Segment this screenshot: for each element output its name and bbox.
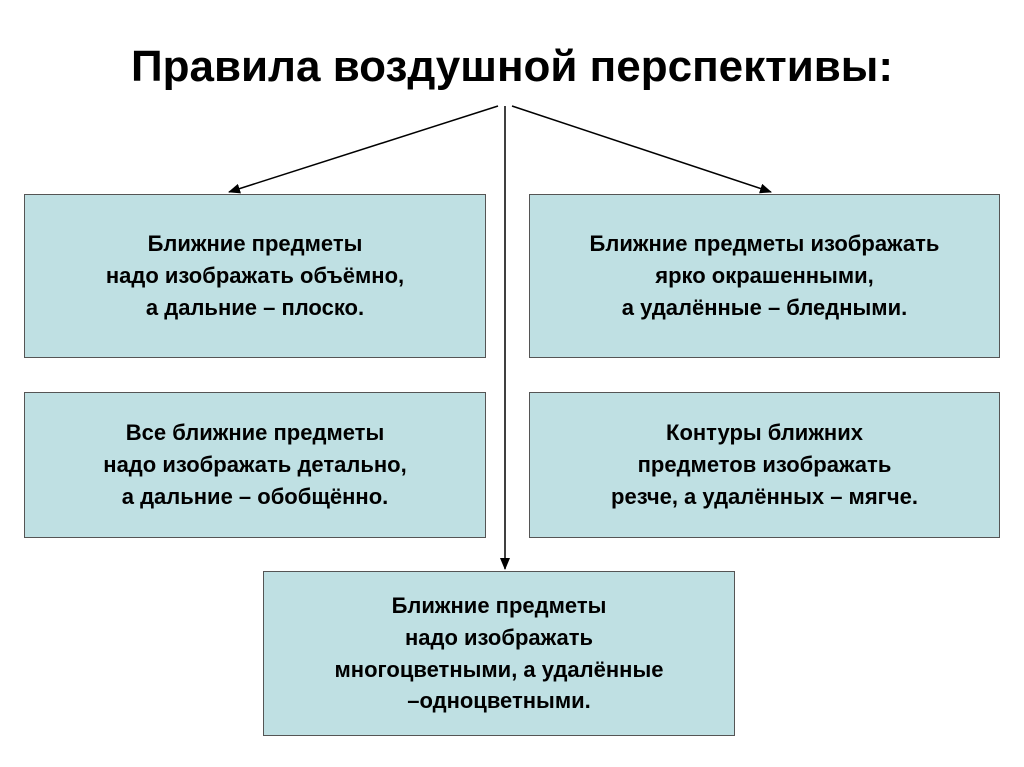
rule-line: надо изображать детально, (103, 452, 407, 478)
rule-line: предметов изображать (637, 452, 892, 478)
rule-line: Ближние предметы (147, 231, 363, 257)
rule-line: Ближние предметы (391, 592, 607, 618)
rule-line: а удалённые – бледными. (621, 294, 908, 320)
rule-line: надо изображать объёмно, (105, 263, 405, 289)
rule-box-brightness: Ближние предметы изображать ярко окрашен… (529, 194, 1000, 358)
rule-box-detail: Все ближние предметы надо изображать дет… (24, 392, 486, 538)
rule-line: а дальние – плоско. (145, 294, 365, 320)
rule-line: Ближние предметы изображать (589, 231, 940, 257)
rule-line: надо изображать (404, 624, 594, 650)
diagram-title: Правила воздушной перспективы: (130, 42, 894, 91)
arrow-to-top-left (228, 105, 499, 194)
arrow-to-top-right (511, 105, 772, 194)
rule-line: многоцветными, а удалённые (334, 656, 664, 682)
rule-line: резче, а удалённых – мягче. (611, 483, 918, 509)
rule-line: ярко окрашенными, (655, 263, 874, 289)
rule-line: Контуры ближних (666, 420, 863, 446)
rule-box-volume: Ближние предметы надо изображать объёмно… (24, 194, 486, 358)
rule-box-contours: Контуры ближних предметов изображать рез… (529, 392, 1000, 538)
rule-line: Все ближние предметы (125, 420, 385, 446)
rule-line: –одноцветными. (407, 688, 591, 714)
rule-box-colors: Ближние предметы надо изображать многоцв… (263, 571, 735, 736)
rule-line: а дальние – обобщённо. (121, 483, 389, 509)
